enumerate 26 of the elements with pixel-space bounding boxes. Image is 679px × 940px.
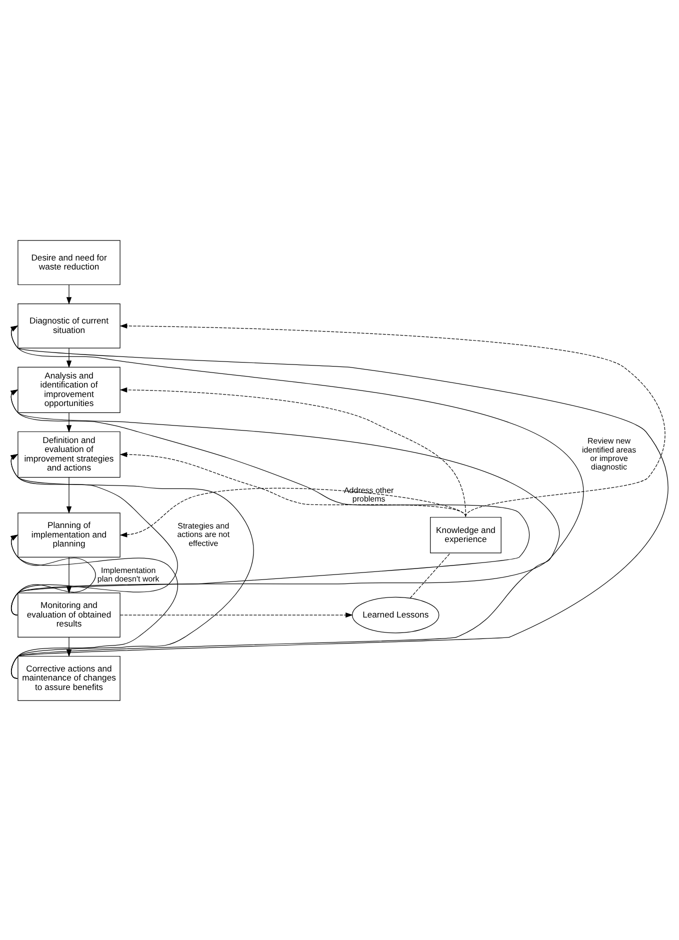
arrow [120,386,466,516]
arrow [66,412,72,432]
node-box: Planning of implementation and planning [18,512,120,558]
arrow [66,347,72,368]
arrow [10,325,668,678]
arrow [10,454,178,615]
node-box: Monitoring and evaluation of obtained results [18,592,120,637]
arrow [10,324,584,615]
arrow [66,284,72,304]
node-box: Diagnostic of current situation [18,303,120,348]
node-box: Corrective actions and maintenance of changes to assure benefits [18,655,120,700]
arrow [10,534,96,615]
arrow [10,534,178,678]
arrow [10,388,560,678]
node-ellipse: Learned Lessons [352,596,440,633]
arrow [10,388,530,615]
connector [410,552,451,598]
node-box: Analysis and identification of improvement opportunities [18,366,120,412]
node-box: Knowledge and experience [430,516,502,553]
arrow [120,487,466,537]
node-box: Definition and evaluation of improvement strategies and actions [18,430,120,478]
arrow [10,454,254,678]
arrow [66,476,72,514]
node-box: Desire and need for waste reduction [18,240,120,285]
arrow [120,322,666,516]
arrow [120,612,353,618]
